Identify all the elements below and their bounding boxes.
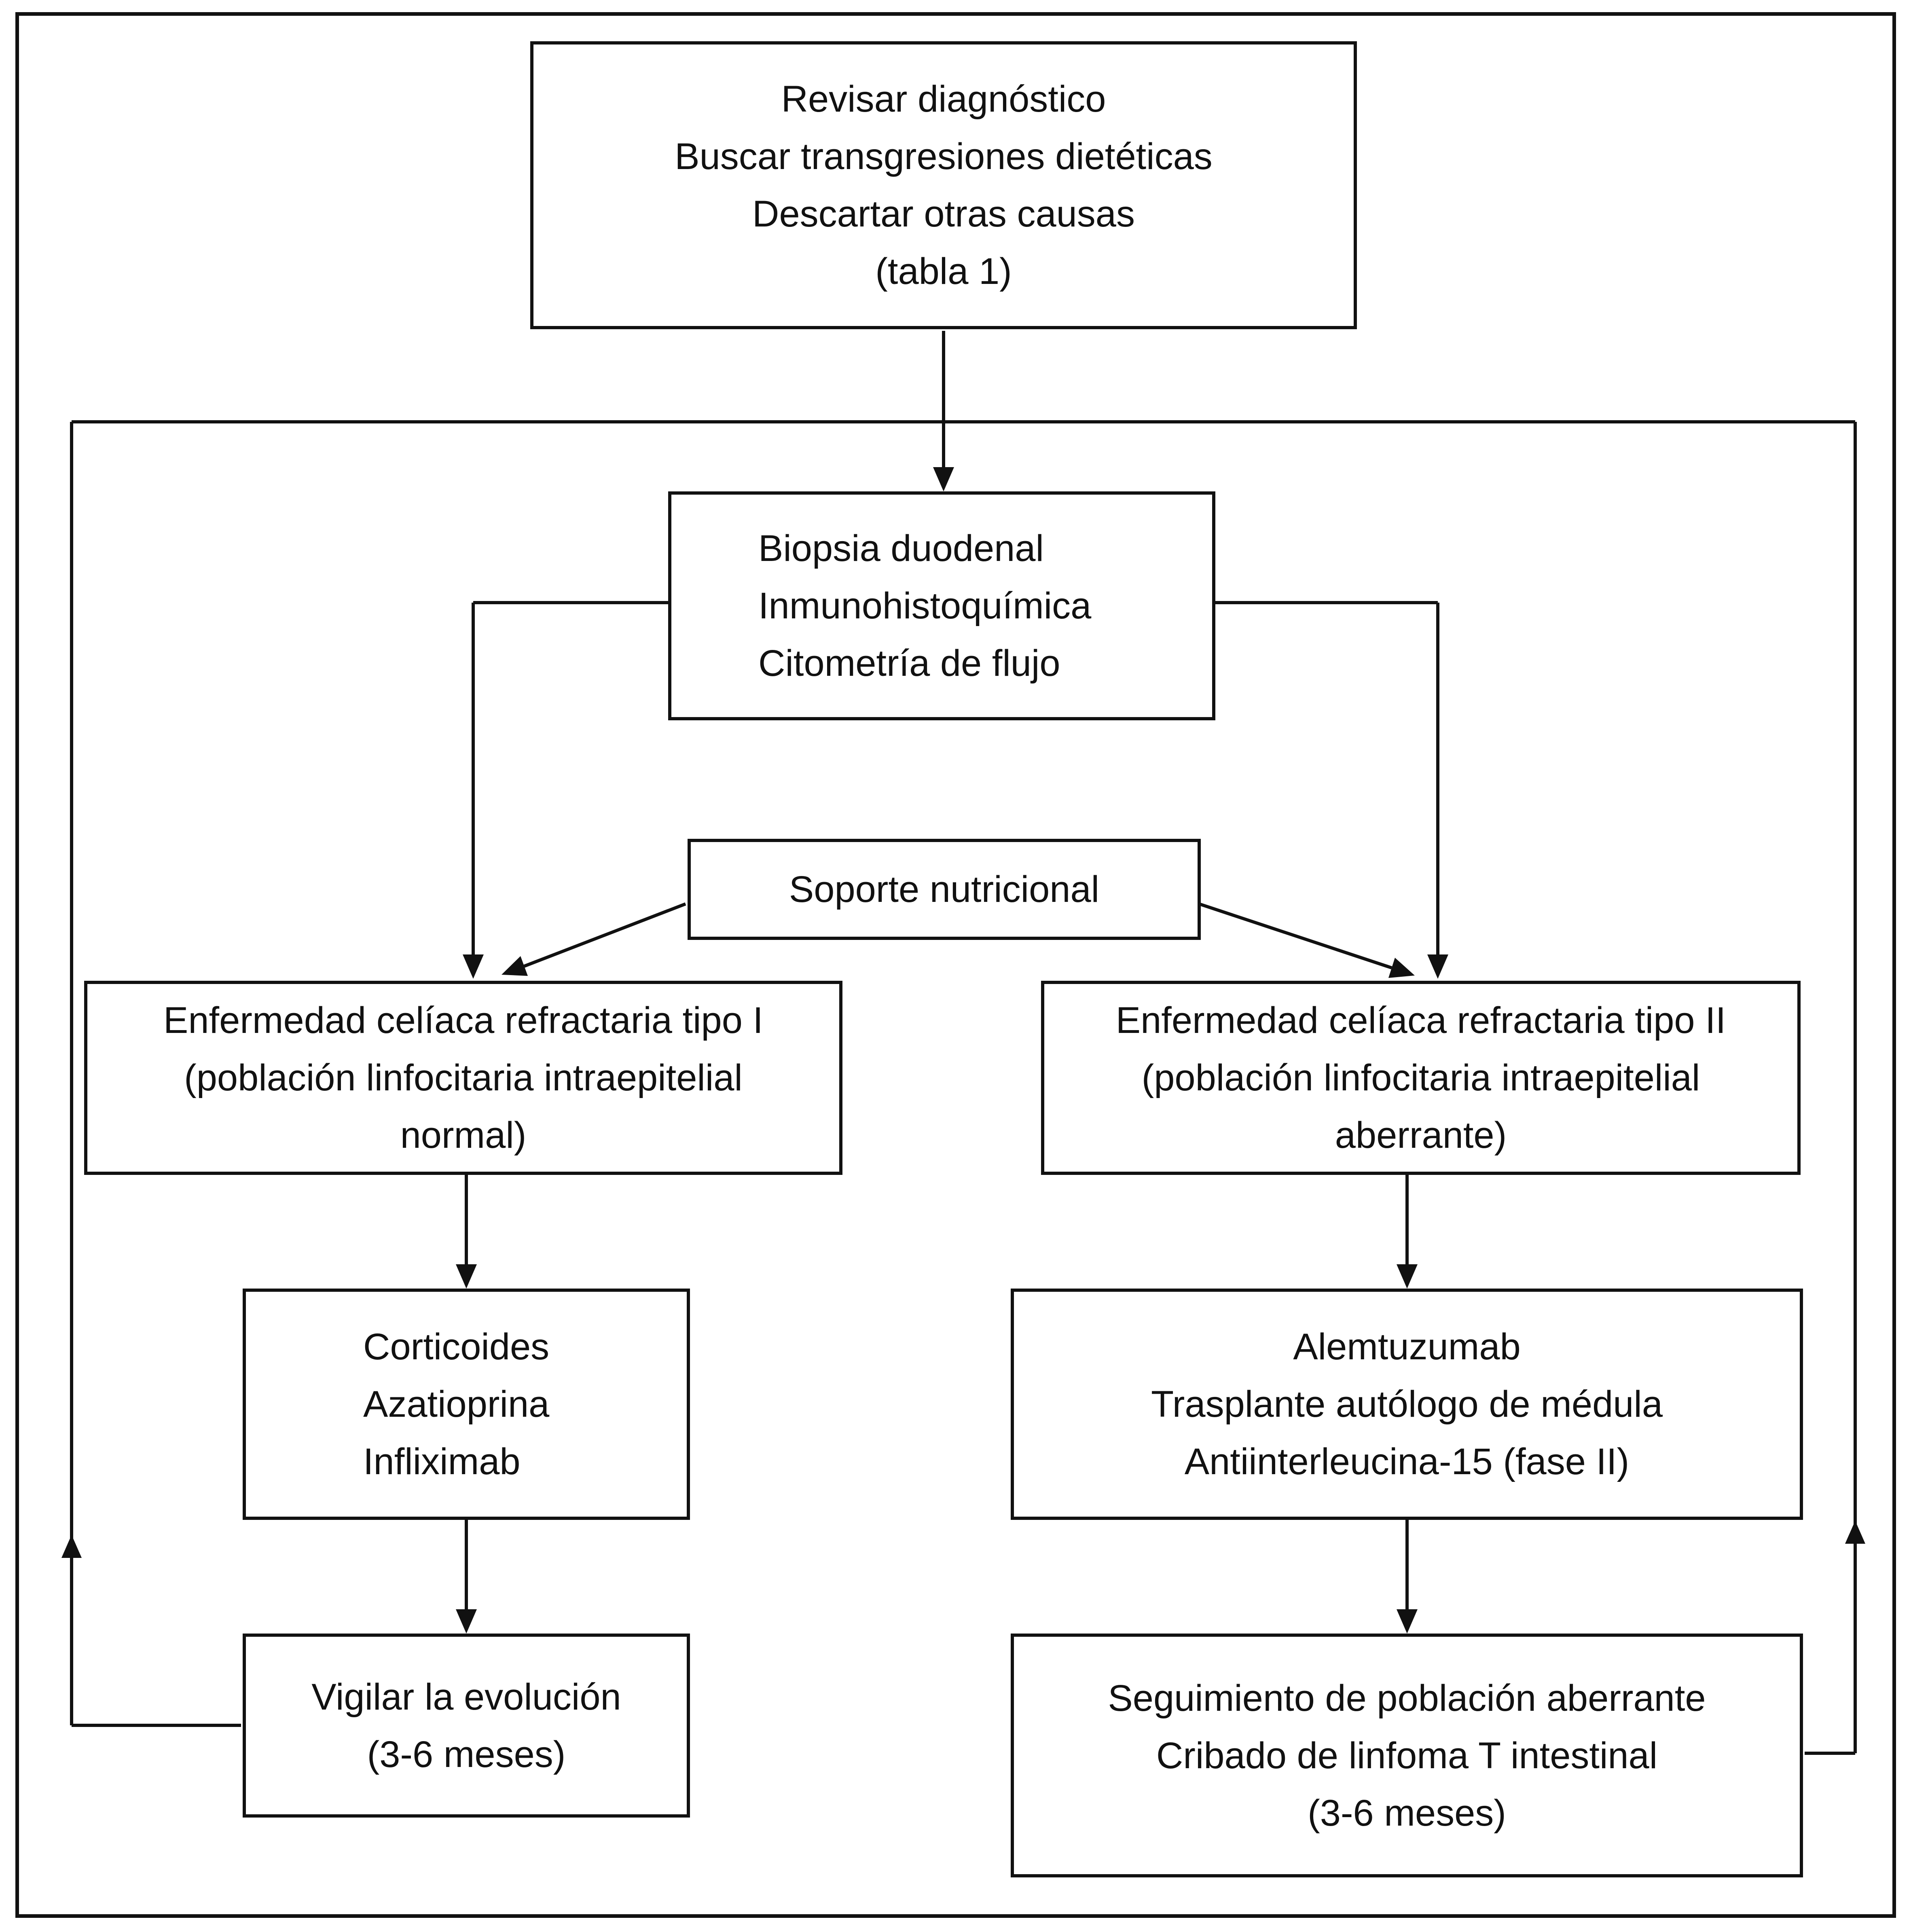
arrowhead-diagonal-left-icon xyxy=(502,956,528,976)
arrowhead-up-icon xyxy=(1845,1521,1865,1544)
box-line: Revisar diagnóstico xyxy=(781,78,1106,120)
box-line: Seguimiento de población aberrante xyxy=(1108,1677,1706,1719)
box-line: Antiinterleucina-15 (fase II) xyxy=(1184,1441,1630,1482)
box-line: Enfermedad celíaca refractaria tipo I xyxy=(163,1000,763,1041)
box-enfermedad-celiaca-tipo-1: Enfermedad celíaca refractaria tipo I (p… xyxy=(84,981,842,1175)
arrow-soporte-to-tipo1 xyxy=(523,902,686,968)
box-line: Soporte nutricional xyxy=(789,869,1100,910)
box-line: (3-6 meses) xyxy=(1308,1792,1506,1834)
box-line: Alemtuzumab xyxy=(1293,1326,1521,1367)
box-vigilar-evolucion: Vigilar la evolución (3-6 meses) xyxy=(243,1634,690,1818)
box-line: Azatioprina xyxy=(363,1384,550,1425)
box-line: aberrante) xyxy=(1335,1115,1507,1156)
feedback-right-line xyxy=(1805,422,1857,1755)
box-line: Enfermedad celíaca refractaria tipo II xyxy=(1115,1000,1726,1041)
box-line: Infliximab xyxy=(363,1441,521,1482)
box-line: Vigilar la evolución xyxy=(311,1676,621,1718)
arrowhead-down-icon xyxy=(456,1609,477,1634)
box-enfermedad-celiaca-tipo-2: Enfermedad celíaca refractaria tipo II (… xyxy=(1041,981,1801,1175)
box-line: Buscar transgresiones dietéticas xyxy=(675,136,1213,177)
arrow-soporte-to-tipo2 xyxy=(1198,902,1393,969)
arrow-biopsia-to-tipo2 xyxy=(1215,601,1439,956)
box-line: Cribado de linfoma T intestinal xyxy=(1156,1735,1658,1776)
box-line: Citometría de flujo xyxy=(758,643,1060,684)
box-line: (tabla 1) xyxy=(875,251,1012,292)
box-line: normal) xyxy=(400,1115,527,1156)
arrow-biopsia-to-tipo1 xyxy=(472,601,668,956)
arrowhead-down-icon xyxy=(1397,1264,1418,1289)
box-line: (3-6 meses) xyxy=(367,1733,566,1775)
box-line: Inmunohistoquímica xyxy=(758,585,1092,626)
arrowhead-diagonal-right-icon xyxy=(1388,958,1415,978)
box-soporte-nutricional: Soporte nutricional xyxy=(688,839,1201,940)
box-line: Corticoides xyxy=(363,1326,550,1367)
figure-border xyxy=(15,12,1896,1918)
box-tratamiento-tipo-2: Alemtuzumab Trasplante autólogo de médul… xyxy=(1011,1289,1803,1520)
box-line: (población linfocitaria intraepitelial xyxy=(184,1057,743,1098)
box-line: Biopsia duodenal xyxy=(758,528,1044,569)
box-line: Descartar otras causas xyxy=(752,193,1135,235)
box-revisar-diagnostico: Revisar diagnóstico Buscar transgresione… xyxy=(530,41,1357,329)
feedback-left-line xyxy=(70,422,241,1727)
arrowhead-down-icon xyxy=(933,467,954,491)
arrowhead-down-icon xyxy=(1397,1609,1418,1634)
arrowhead-up-icon xyxy=(61,1535,82,1558)
box-tratamiento-tipo-1: Corticoides Azatioprina Infliximab xyxy=(243,1289,690,1520)
arrowhead-down-icon xyxy=(463,954,484,979)
arrowhead-down-icon xyxy=(1427,954,1448,979)
box-biopsia-duodenal: Biopsia duodenal Inmunohistoquímica Cito… xyxy=(668,491,1215,720)
box-line: Trasplante autólogo de médula xyxy=(1151,1384,1663,1425)
box-seguimiento-poblacion-aberrante: Seguimiento de población aberrante Criba… xyxy=(1011,1634,1803,1877)
arrowhead-down-icon xyxy=(456,1264,477,1289)
box-line: (población linfocitaria intraepitelial xyxy=(1141,1057,1700,1098)
